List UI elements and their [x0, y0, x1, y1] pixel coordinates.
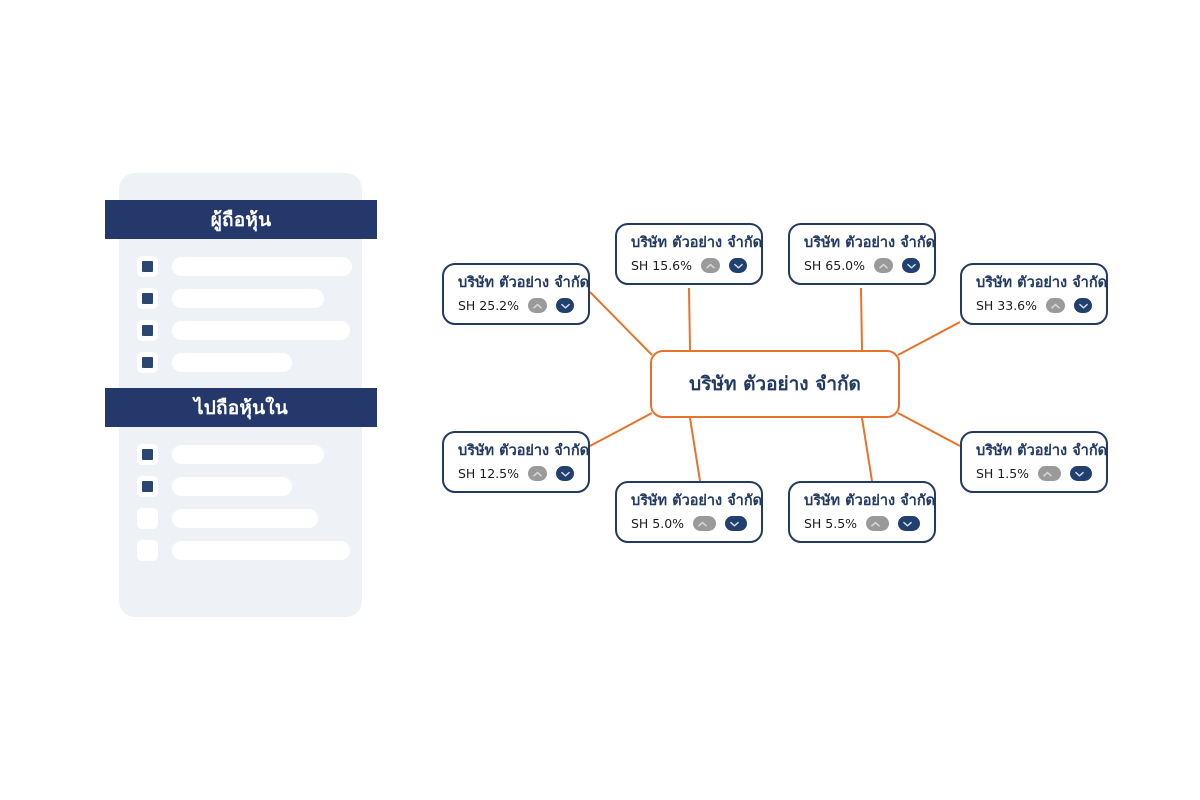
checkbox-unchecked[interactable] [137, 507, 158, 529]
connector-line [688, 287, 691, 351]
company-node-label: บริษัท ตัวอย่าง จำกัด [458, 443, 590, 459]
expand-up-button[interactable] [866, 516, 889, 532]
shareholding-percent: SH 12.5% [458, 466, 520, 482]
company-node[interactable]: บริษัท ตัวอย่าง จำกัด SH 25.2% [442, 263, 590, 326]
list-item-placeholder-bar [172, 540, 350, 560]
shareholding-percent: SH 5.5% [804, 516, 858, 532]
connector-line [860, 287, 863, 351]
list-item[interactable] [137, 475, 292, 497]
company-node-label: บริษัท ตัวอย่าง จำกัด [976, 275, 1108, 291]
checkbox-checked[interactable] [137, 351, 158, 373]
connector-line [897, 321, 961, 356]
expand-up-button[interactable] [701, 258, 720, 274]
list-item[interactable] [137, 539, 350, 561]
checkbox-checked[interactable] [137, 319, 158, 341]
shareholding-percent: SH 15.6% [631, 258, 693, 274]
company-node-label: บริษัท ตัวอย่าง จำกัด [804, 493, 936, 509]
shareholding-percent: SH 1.5% [976, 466, 1030, 482]
company-node[interactable]: บริษัท ตัวอย่าง จำกัด SH 33.6% [960, 263, 1108, 326]
list-item-placeholder-bar [172, 476, 292, 496]
company-node-label: บริษัท ตัวอย่าง จำกัด [976, 443, 1108, 459]
company-node[interactable]: บริษัท ตัวอย่าง จำกัด SH 15.6% [615, 223, 763, 286]
company-node-meta-row: SH 33.6% [976, 298, 1092, 314]
company-node-label: บริษัท ตัวอย่าง จำกัด [631, 493, 763, 509]
company-node[interactable]: บริษัท ตัวอย่าง จำกัด SH 65.0% [788, 223, 936, 286]
company-node-label: บริษัท ตัวอย่าง จำกัด [804, 235, 936, 251]
company-node-meta-row: SH 12.5% [458, 466, 574, 482]
expand-up-button[interactable] [1046, 298, 1065, 314]
company-node[interactable]: บริษัท ตัวอย่าง จำกัด SH 5.0% [615, 481, 763, 544]
expand-down-button[interactable] [897, 516, 920, 532]
panel-header-subsidiaries: ไปถือหุ้นใน [105, 388, 377, 427]
expand-down-button[interactable] [555, 466, 574, 482]
checkbox-checked[interactable] [137, 443, 158, 465]
center-company-node[interactable]: บริษัท ตัวอย่าง จำกัด [650, 350, 900, 418]
list-item[interactable] [137, 255, 352, 277]
list-item[interactable] [137, 351, 292, 373]
checkbox-checked[interactable] [137, 475, 158, 497]
company-node-meta-row: SH 5.0% [631, 516, 747, 532]
expand-up-button[interactable] [874, 258, 893, 274]
expand-down-button[interactable] [728, 258, 747, 274]
expand-up-button[interactable] [528, 298, 547, 314]
expand-up-button[interactable] [1038, 466, 1061, 482]
company-node-meta-row: SH 65.0% [804, 258, 920, 274]
connector-line [589, 291, 653, 356]
panel-header-subsidiaries-label: ไปถือหุ้นใน [194, 396, 288, 419]
list-item[interactable] [137, 443, 324, 465]
list-item[interactable] [137, 319, 350, 341]
center-company-label: บริษัท ตัวอย่าง จำกัด [689, 373, 861, 395]
expand-up-button[interactable] [693, 516, 716, 532]
list-item-placeholder-bar [172, 508, 318, 528]
company-node[interactable]: บริษัท ตัวอย่าง จำกัด SH 12.5% [442, 431, 590, 494]
list-item-placeholder-bar [172, 288, 324, 308]
panel-header-shareholders: ผู้ถือหุ้น [105, 200, 377, 239]
checkbox-unchecked[interactable] [137, 539, 158, 561]
company-node-label: บริษัท ตัวอย่าง จำกัด [631, 235, 763, 251]
list-item-placeholder-bar [172, 256, 352, 276]
company-node-meta-row: SH 15.6% [631, 258, 747, 274]
connector-line [861, 417, 873, 482]
company-node[interactable]: บริษัท ตัวอย่าง จำกัด SH 5.5% [788, 481, 936, 544]
list-item-placeholder-bar [172, 320, 350, 340]
shareholding-percent: SH 5.0% [631, 516, 685, 532]
company-node-label: บริษัท ตัวอย่าง จำกัด [458, 275, 590, 291]
company-node-meta-row: SH 1.5% [976, 466, 1092, 482]
shareholding-percent: SH 33.6% [976, 298, 1038, 314]
list-item-placeholder-bar [172, 352, 292, 372]
shareholding-percent: SH 65.0% [804, 258, 866, 274]
checkbox-checked[interactable] [137, 287, 158, 309]
list-item[interactable] [137, 507, 318, 529]
shareholding-percent: SH 25.2% [458, 298, 520, 314]
panel-header-shareholders-label: ผู้ถือหุ้น [210, 208, 272, 231]
connector-line [689, 417, 701, 482]
company-node[interactable]: บริษัท ตัวอย่าง จำกัด SH 1.5% [960, 431, 1108, 494]
connector-line [897, 412, 961, 447]
expand-up-button[interactable] [528, 466, 547, 482]
checkbox-checked[interactable] [137, 255, 158, 277]
list-item[interactable] [137, 287, 324, 309]
expand-down-button[interactable] [1073, 298, 1092, 314]
expand-down-button[interactable] [555, 298, 574, 314]
expand-down-button[interactable] [1069, 466, 1092, 482]
connector-line [589, 412, 653, 447]
list-item-placeholder-bar [172, 444, 324, 464]
expand-down-button[interactable] [724, 516, 747, 532]
expand-down-button[interactable] [901, 258, 920, 274]
company-node-meta-row: SH 25.2% [458, 298, 574, 314]
company-node-meta-row: SH 5.5% [804, 516, 920, 532]
